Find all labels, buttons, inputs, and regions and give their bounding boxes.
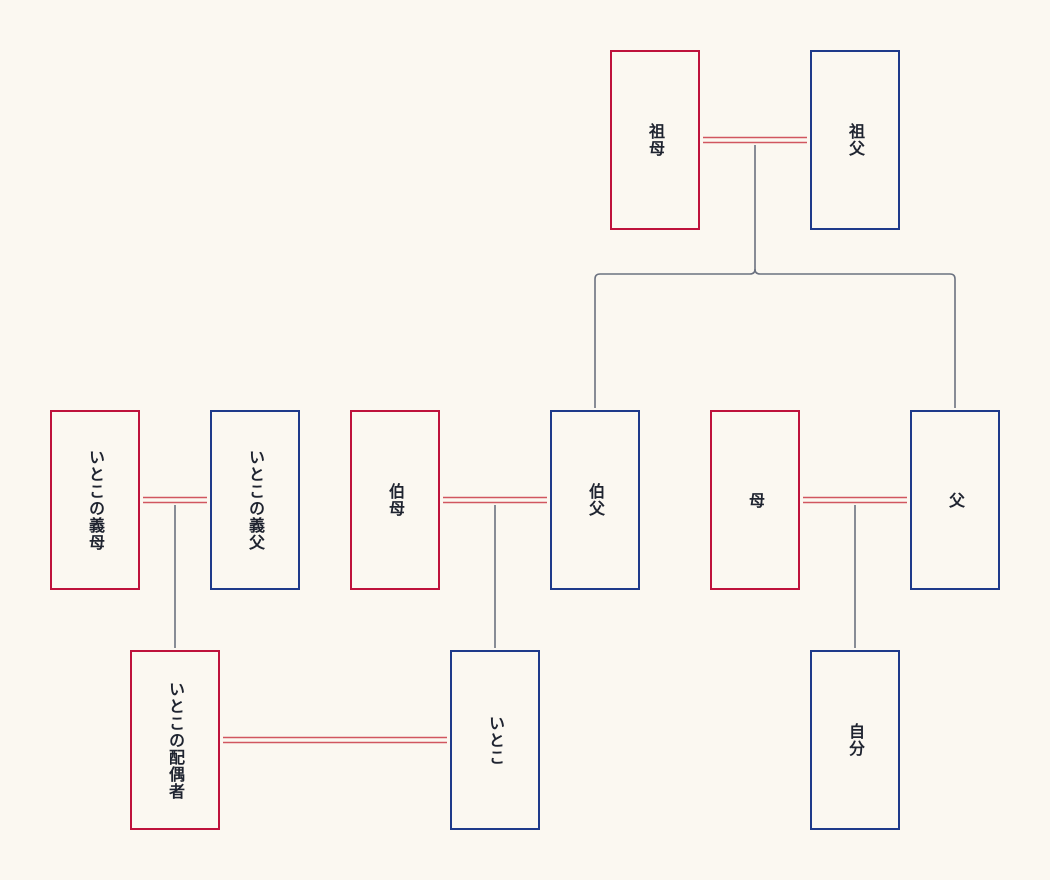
node-cousin: いとこ [450, 650, 540, 830]
node-label: 祖父 [846, 123, 865, 157]
node-label: 自分 [846, 723, 865, 757]
descent-line-grandparents-father [754, 268, 956, 408]
node-grandfather: 祖父 [810, 50, 900, 230]
node-label: いとこの配偶者 [166, 680, 185, 800]
node-cousin-spouse: いとこの配偶者 [130, 650, 220, 830]
node-uncle: 伯父 [550, 410, 640, 590]
node-father: 父 [910, 410, 1000, 590]
node-label: 伯母 [386, 483, 405, 517]
marriage-line-grandparents [703, 136, 807, 144]
marriage-line-parents [803, 496, 907, 504]
node-self: 自分 [810, 650, 900, 830]
node-label: 伯父 [586, 483, 605, 517]
marriage-line-aunt-uncle [443, 496, 547, 504]
node-aunt: 伯母 [350, 410, 440, 590]
node-label: 祖母 [646, 123, 665, 157]
node-mother: 母 [710, 410, 800, 590]
node-label: 母 [746, 491, 765, 509]
node-cousin-mother-in-law: いとこの義母 [50, 410, 140, 590]
node-label: 父 [946, 491, 965, 509]
node-grandmother: 祖母 [610, 50, 700, 230]
marriage-line-cousin-in-laws [143, 496, 207, 504]
node-label: いとこ [486, 714, 505, 766]
node-label: いとこの義母 [86, 449, 105, 551]
marriage-line-cousin-couple [223, 736, 447, 744]
node-label: いとこの義父 [246, 449, 265, 551]
node-cousin-father-in-law: いとこの義父 [210, 410, 300, 590]
